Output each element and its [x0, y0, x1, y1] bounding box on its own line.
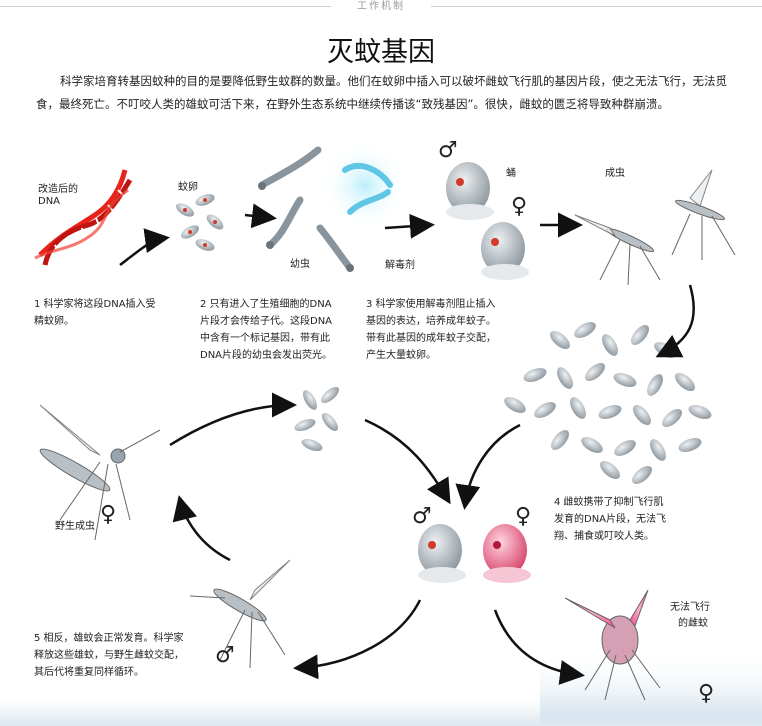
label-adult: 成虫 [605, 168, 625, 179]
female-symbol-pupa: ♀ [511, 194, 528, 219]
egg-cluster-step3 [504, 322, 712, 484]
pupa-male-center [418, 524, 466, 583]
label-wild-adult: 野生成虫 [55, 521, 95, 532]
fluorescent-larvae [342, 163, 393, 215]
step-1-text: 1 科学家将这段DNA插入受 精蚊卵。 [34, 299, 156, 327]
arrow-antidote-to-pupa [384, 213, 435, 239]
flightless-female-mosquito [564, 589, 661, 701]
step-4-text: 4 雌蚊携带了抑制飞行肌 发育的DNA片段，无法飞 翔、捕食或叮咬人类。 [554, 497, 667, 542]
label-dna-line2: DNA [38, 196, 61, 207]
label-flightless-line2: 的雌蚊 [678, 618, 708, 629]
label-flightless-line1: 无法飞行 [670, 602, 710, 613]
label-dna-line1: 改造后的 [38, 184, 78, 195]
pupa-female-step3 [481, 222, 529, 280]
dna-helix [34, 169, 133, 266]
arrow-dna-to-eggs [119, 228, 170, 266]
wild-mosquito-left [39, 404, 161, 541]
arrow-eggs-to-larvae [244, 203, 277, 229]
pupa-male-step3 [446, 162, 494, 220]
step-3-text: 3 科学家使用解毒剂阻止插入 基因的表达，培养成年蚊子。 带有此基因的成年蚊子交… [366, 299, 496, 361]
step-2-text: 2 只有进入了生殖细胞的DNA 片段才会传给子代。这段DNA 中含有一个标记基因… [200, 299, 333, 361]
arrow-cycle-eggs-to-center [364, 418, 451, 505]
label-pupa: 蛹 [506, 168, 516, 179]
flow-arrows [119, 203, 695, 685]
larvae-group [258, 146, 354, 272]
arrow-center-to-female [493, 609, 585, 685]
male-mosquito-bottom [189, 559, 291, 669]
intro-paragraph: 科学家培育转基因蚊种的目的是要降低野生蚊群的数量。他们在蚊卵中插入可以破坏雌蚊飞… [36, 74, 727, 111]
label-antidote: 解毒剂 [385, 260, 415, 271]
arrow-adult-to-eggs [655, 284, 695, 358]
female-symbol-wild: ♀ [100, 502, 117, 527]
arrow-wild-to-eggs [169, 392, 297, 447]
arrow-center-to-male [293, 599, 422, 680]
female-symbol-flightless: ♀ [698, 681, 715, 706]
adult-mosquito-top-2 [671, 169, 736, 260]
adult-mosquito-top-1 [574, 214, 661, 286]
pupa-female-center [483, 524, 531, 583]
step-5-text: 5 相反，雄蚊会正常发育。科学家 释放这些雄蚊，与野生雌蚊交配， 其后代将重复同… [34, 633, 184, 678]
egg-cluster-cycle [294, 386, 340, 452]
section-tag: 工作机制 [331, 0, 431, 14]
fluorescent-glow [321, 141, 409, 229]
egg-cluster-step1 [175, 194, 224, 251]
male-symbol-center: ♂ [412, 504, 432, 529]
arrow-eggs-to-center [455, 423, 521, 510]
male-symbol-bottom: ♂ [215, 643, 235, 668]
arrow-male-to-wild [172, 495, 231, 562]
female-symbol-center: ♀ [515, 504, 532, 529]
label-larvae: 幼虫 [290, 259, 310, 270]
page-title: 灭蚊基因 [327, 37, 435, 68]
bottom-fade [0, 700, 762, 726]
label-eggs: 蚊卵 [178, 182, 198, 193]
male-symbol-pupa: ♂ [438, 138, 458, 163]
